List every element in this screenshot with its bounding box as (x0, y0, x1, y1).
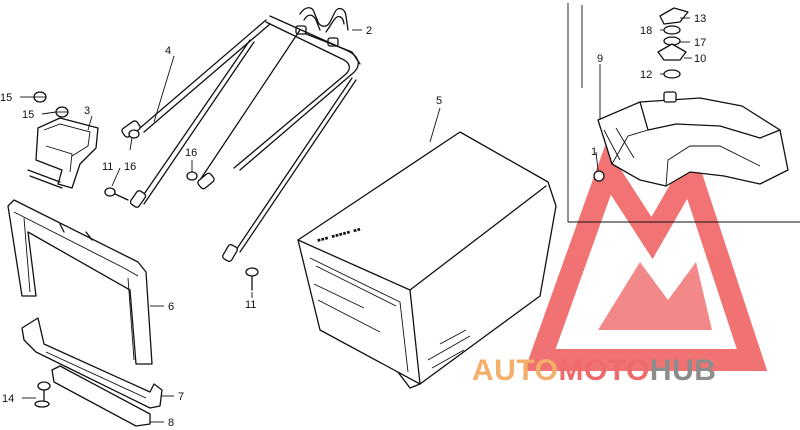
callout-12: 12 (640, 69, 652, 81)
part-bolts (104, 187, 259, 291)
callout-9: 9 (597, 53, 603, 65)
part-handle-bracket (295, 7, 361, 65)
watermark-hub: HUB (650, 354, 717, 387)
callout-15-b: 15 (22, 109, 34, 121)
callout-8: 8 (168, 417, 174, 429)
callout-17: 17 (694, 37, 706, 49)
callout-11-a: 11 (102, 161, 113, 173)
callout-5: 5 (436, 95, 442, 107)
callout-10: 10 (694, 53, 706, 65)
callout-18: 18 (640, 25, 652, 37)
callout-13: 13 (694, 13, 706, 25)
callout-15-a: 15 (0, 92, 12, 104)
callout-16-b: 16 (185, 147, 197, 159)
callout-16-a: 16 (124, 161, 136, 173)
inset-frame (567, 3, 800, 223)
part-lower-brackets (21, 317, 163, 427)
callout-11-b: 11 (245, 299, 256, 311)
part-frame-rods (121, 15, 359, 262)
watermark-auto: AUTO (472, 354, 558, 387)
leader-lines (20, 17, 692, 423)
callout-4: 4 (165, 45, 171, 57)
part-clamp (27, 117, 99, 189)
watermark-logo (524, 145, 768, 371)
callout-labels: 1 2 3 4 5 6 7 8 9 10 11 11 12 13 14 15 1… (0, 13, 706, 429)
callout-1: 1 (591, 146, 597, 158)
callout-2: 2 (366, 25, 372, 37)
callout-6: 6 (168, 301, 174, 313)
part-chute-latch (657, 7, 689, 79)
watermark-text: AUTOMOTOHUB (472, 354, 716, 387)
watermark-moto: MOTO (558, 354, 649, 387)
part-grass-box: ▪▪▪ ▪▪▪▪▪ ▪▪ (297, 131, 557, 389)
callout-7: 7 (178, 391, 184, 403)
callout-14: 14 (2, 393, 14, 405)
part-chute (593, 91, 789, 187)
callout-3: 3 (84, 105, 90, 117)
part-frame (7, 199, 153, 365)
part-nuts (33, 91, 69, 118)
